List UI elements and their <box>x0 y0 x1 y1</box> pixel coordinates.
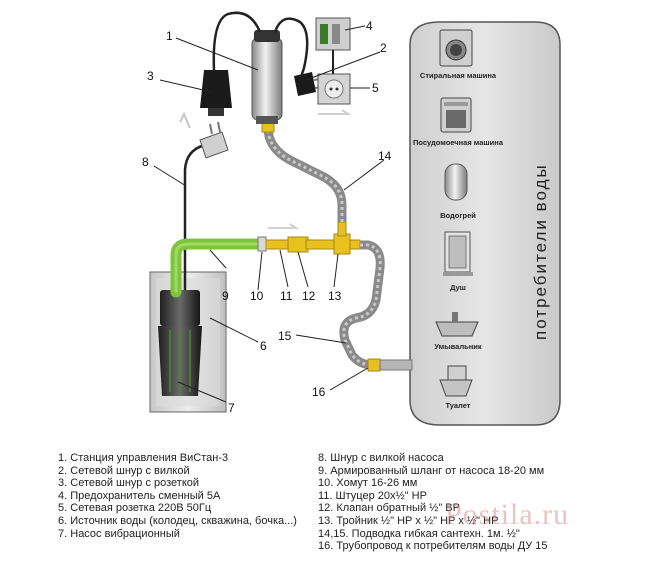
legend-item: 12. Клапан обратный ½" ВР <box>318 502 460 515</box>
pump-cord <box>183 143 206 290</box>
consumer-name-toilet: Туалет <box>446 401 471 410</box>
legend-item: 4. Предохранитель сменный 5А <box>58 489 221 502</box>
wall-socket <box>317 73 351 105</box>
svg-text:Посудомоечная машина: Посудомоечная машина <box>413 138 504 147</box>
svg-text:Умывальник: Умывальник <box>434 342 481 351</box>
legend-right-column: 8. Шнур с вилкой насоса 9. Армированный … <box>318 452 648 553</box>
callout-6: 6 <box>260 339 267 353</box>
vibration-pump <box>158 290 202 396</box>
callout-15: 15 <box>278 329 292 343</box>
washing-machine-icon <box>439 29 473 67</box>
legend-item: 5. Сетевая розетка 220В 50Гц <box>58 502 212 515</box>
fuse-breaker <box>315 17 351 74</box>
flow-arrow-right-top <box>318 109 352 115</box>
callout-9: 9 <box>222 289 229 303</box>
legend: 1. Станция управления ВиСтан-3 2. Сетево… <box>0 452 660 562</box>
shower-icon <box>443 231 473 276</box>
consumer-name-heater: Водогрей <box>440 211 476 220</box>
consumer-name-shower: Душ <box>450 283 466 292</box>
flow-arrow-right <box>268 223 300 229</box>
callout-5: 5 <box>372 81 379 95</box>
consumer-name-washbasin: Умывальник <box>434 342 481 351</box>
leader-lines <box>153 25 385 403</box>
legend-item: 14,15. Подводка гибкая сантехн. 1м. ½" <box>318 527 520 540</box>
callout-numbers: 1 2 3 4 5 6 7 8 9 10 11 12 13 14 15 16 <box>142 19 392 415</box>
callout-16: 16 <box>312 385 326 399</box>
callout-3: 3 <box>147 69 154 83</box>
callout-1: 1 <box>166 29 173 43</box>
socket-cord-3 <box>200 70 232 116</box>
legend-item: 3. Сетевой шнур с розеткой <box>58 477 200 490</box>
callout-4: 4 <box>366 19 373 33</box>
consumer-name-dishwasher: Посудомоечная машина <box>413 138 504 147</box>
pipeline-16 <box>379 359 413 371</box>
consumers-heading: потребители воды <box>531 163 550 340</box>
consumer-name-washer: Стиральная машина <box>420 71 497 80</box>
consumers-panel: потребители воды Стиральная машина Посуд… <box>409 21 561 426</box>
callout-2: 2 <box>380 41 387 55</box>
station-cord-plug <box>273 17 309 81</box>
legend-item: 2. Сетевой шнур с вилкой <box>58 464 190 477</box>
svg-text:Стиральная машина: Стиральная машина <box>420 71 497 80</box>
flex-hose-14 <box>263 127 347 222</box>
legend-item: 8. Шнур с вилкой насоса <box>318 452 444 464</box>
svg-text:Душ: Душ <box>450 283 466 292</box>
hose-clamp <box>257 236 267 252</box>
svg-text:Туалет: Туалет <box>446 401 471 410</box>
water-heater-icon <box>444 163 468 201</box>
flow-arrow-up <box>179 111 191 129</box>
svg-text:Водогрей: Водогрей <box>440 211 476 220</box>
dishwasher-icon <box>440 97 472 133</box>
legend-item: 11. Штуцер 20х½" НР <box>318 489 427 502</box>
legend-item: 6. Источник воды (колодец, скважина, боч… <box>58 514 297 527</box>
callout-10: 10 <box>250 289 264 303</box>
station-cord-socket <box>212 11 262 71</box>
legend-item: 10. Хомут 16-26 мм <box>318 477 418 490</box>
pump-plug <box>199 121 229 159</box>
legend-item: 9. Армированный шланг от насоса 18-20 мм <box>318 464 545 477</box>
callout-11: 11 <box>280 289 293 303</box>
callout-7: 7 <box>228 401 235 415</box>
water-supply-diagram: потребители воды Стиральная машина Посуд… <box>142 11 561 426</box>
legend-item: 13. Тройник ½" НР х ½" НР х ½" НР <box>318 514 499 527</box>
legend-item: 1. Станция управления ВиСтан-3 <box>58 452 229 464</box>
fittings-assembly <box>265 221 361 255</box>
callout-12: 12 <box>302 289 316 303</box>
washbasin-icon <box>435 312 479 337</box>
callout-14: 14 <box>378 149 392 163</box>
control-station <box>251 30 283 124</box>
toilet-icon <box>439 365 473 397</box>
legend-left-column: 1. Станция управления ВиСтан-3 2. Сетево… <box>58 452 308 540</box>
legend-item: 7. Насос вибрационный <box>58 527 180 540</box>
legend-item: 16. Трубопровод к потребителям воды ДУ 1… <box>318 540 548 553</box>
callout-8: 8 <box>142 155 149 169</box>
callout-13: 13 <box>328 289 342 303</box>
